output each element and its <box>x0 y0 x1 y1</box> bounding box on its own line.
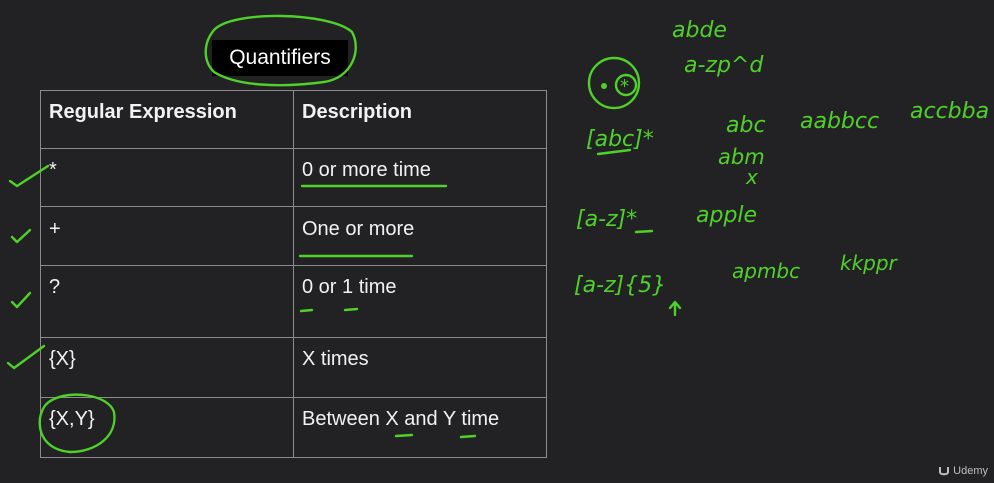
dot-star-circle-mark <box>587 56 641 110</box>
expression-cell: {X,Y} <box>40 397 294 458</box>
expression-cell: ? <box>40 265 294 338</box>
expression-cell: * <box>40 148 294 207</box>
ink-sample-abm: abm <box>718 145 765 169</box>
table-row: {X} X times <box>40 337 547 398</box>
ink-pattern-a-z-star: [a-z]* <box>576 207 637 232</box>
ink-a-zpd: a-zp^d <box>684 53 764 78</box>
check-mark-icon <box>6 344 46 370</box>
ink-cross: x <box>745 165 758 189</box>
description-cell: 0 or more time <box>293 148 547 207</box>
description-cell: 0 or 1 time <box>293 265 547 338</box>
table-header-row: Regular Expression Description <box>40 90 547 149</box>
udemy-logo-text: Udemy <box>953 465 988 477</box>
ink-sample: accbba <box>910 99 989 124</box>
description-cell: Between X and Y time <box>293 397 547 458</box>
description-cell: X times <box>293 337 547 398</box>
ink-sample-apple: apple <box>696 203 757 228</box>
description-cell: One or more <box>293 206 547 266</box>
ink-abde: abde <box>672 18 727 43</box>
table-row: + One or more <box>40 206 547 266</box>
table-row: ? 0 or 1 time <box>40 265 547 338</box>
udemy-logo-icon <box>939 467 950 476</box>
slide-title: Quantifiers <box>212 40 348 76</box>
expression-cell: {X} <box>40 337 294 398</box>
dot-mark <box>601 83 607 89</box>
ink-pattern-a-z-5: [a-z]{5} <box>574 273 666 298</box>
underline-mark <box>596 148 632 156</box>
slide-title-text: Quantifiers <box>229 46 331 69</box>
expression-cell: + <box>40 206 294 266</box>
check-mark-icon <box>10 291 32 309</box>
ink-sample: aabbcc <box>800 109 879 134</box>
arrow-up-icon <box>668 300 682 317</box>
ink-sample-apmbc: apmbc <box>732 259 800 283</box>
udemy-logo: Udemy <box>938 465 988 477</box>
star-mark: * <box>620 76 629 97</box>
ink-sample-kkppr: kkppr <box>840 251 899 275</box>
header-regular-expression: Regular Expression <box>40 90 294 149</box>
quantifiers-table: Regular Expression Description * 0 or mo… <box>40 90 547 458</box>
header-description: Description <box>293 90 547 149</box>
underline-mark <box>634 229 654 234</box>
ink-sample: abc <box>726 113 766 138</box>
star-circle-mark <box>614 73 638 97</box>
table-row: * 0 or more time <box>40 148 547 207</box>
table-row: {X,Y} Between X and Y time <box>40 397 547 458</box>
check-mark-icon <box>10 228 32 244</box>
ink-pattern-abc-star: [abc]* <box>586 127 654 152</box>
